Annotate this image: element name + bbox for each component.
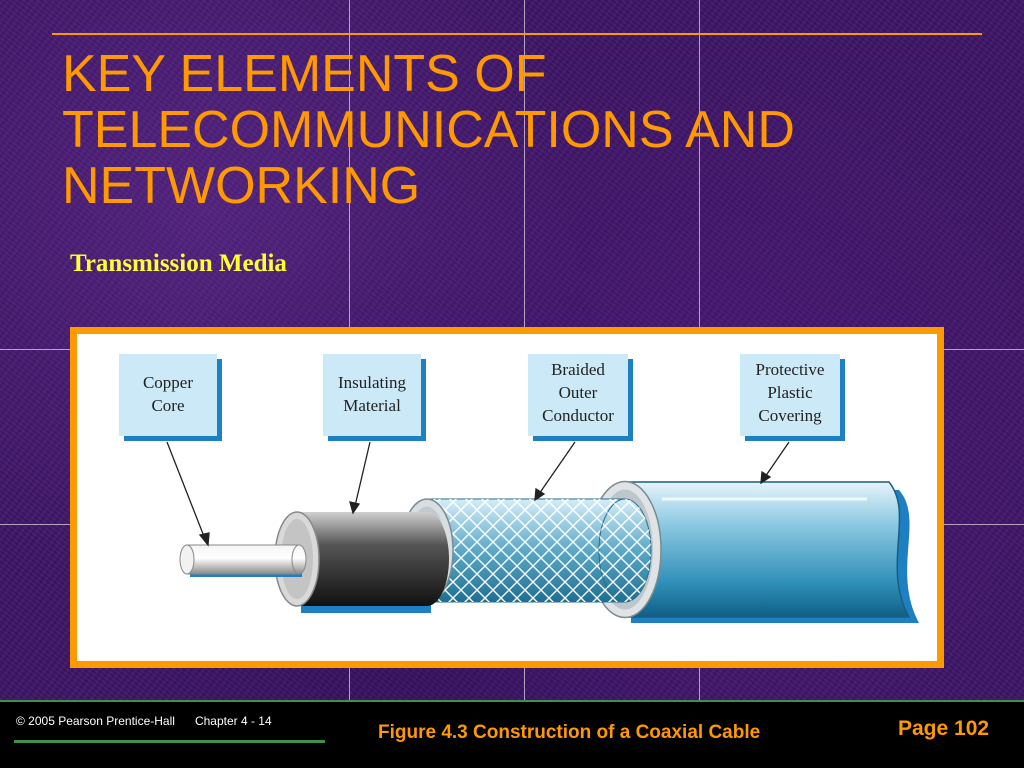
label-text: Core xyxy=(151,396,184,415)
coaxial-cable-figure: Copper Core Insulating Material Braided … xyxy=(77,334,937,661)
title-line: KEY ELEMENTS OF xyxy=(62,45,547,103)
label-text: Material xyxy=(343,396,401,415)
footer-underline xyxy=(14,740,325,743)
page-reference: Page 102 xyxy=(898,717,990,740)
label-text: Braided xyxy=(551,360,605,379)
label-text: Outer xyxy=(559,383,598,402)
coaxial-cable-diagram: Copper Core Insulating Material Braided … xyxy=(119,354,919,623)
label-text: Covering xyxy=(758,406,822,425)
label-protective-plastic-covering: Protective Plastic Covering xyxy=(740,354,845,441)
label-braided-outer-conductor: Braided Outer Conductor xyxy=(528,354,633,441)
figure-frame: Copper Core Insulating Material Braided … xyxy=(70,327,944,668)
label-text: Copper xyxy=(143,373,193,392)
label-copper-core: Copper Core xyxy=(119,354,222,441)
label-text: Insulating xyxy=(338,373,406,392)
footer-rule xyxy=(0,700,1024,702)
figure-caption: Figure 4.3 Construction of a Coaxial Cab… xyxy=(378,722,761,743)
label-text: Protective xyxy=(756,360,825,379)
slide-subtitle: Transmission Media xyxy=(70,250,287,277)
slide-title: KEY ELEMENTS OF TELECOMMUNICATIONS AND N… xyxy=(62,46,1002,214)
footer-credits: © 2005 Pearson Prentice-Hall Chapter 4 - … xyxy=(16,714,272,728)
title-line: TELECOMMUNICATIONS AND xyxy=(62,101,795,159)
insulating-material xyxy=(274,511,449,613)
title-line: NETWORKING xyxy=(62,157,421,215)
copyright-text: © 2005 Pearson Prentice-Hall xyxy=(16,714,175,728)
slide-footer: © 2005 Pearson Prentice-Hall Chapter 4 - … xyxy=(0,700,1024,768)
title-rule xyxy=(52,33,982,35)
leader-arrows xyxy=(166,441,790,547)
label-text: Plastic xyxy=(767,383,813,402)
copper-core xyxy=(179,544,307,577)
label-text: Conductor xyxy=(542,406,614,425)
chapter-text: Chapter 4 - 14 xyxy=(194,714,272,728)
label-insulating-material: Insulating Material xyxy=(323,354,426,441)
